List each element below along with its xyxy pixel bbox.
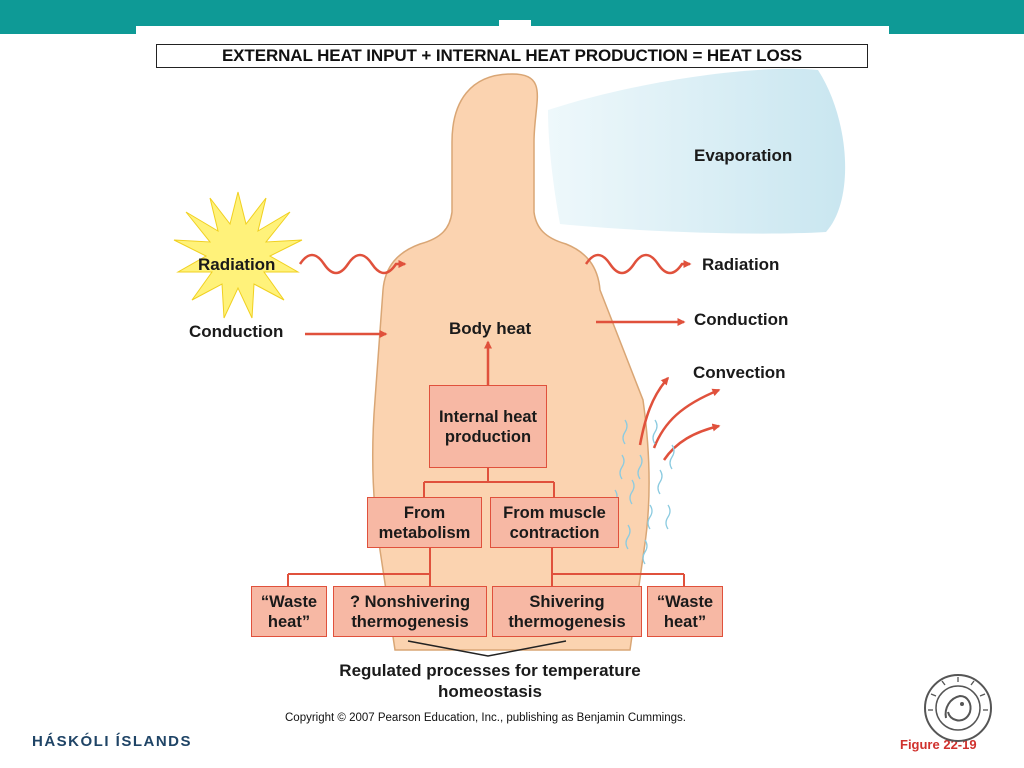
shivering-thermogenesis-box: Shivering thermogenesis bbox=[492, 586, 642, 637]
sun-icon bbox=[173, 191, 303, 319]
university-seal-icon bbox=[924, 674, 992, 742]
regulated-bracket bbox=[407, 640, 567, 657]
panel-notch bbox=[499, 20, 531, 34]
copyright-notice: Copyright © 2007 Pearson Education, Inc.… bbox=[285, 712, 686, 724]
heat-balance-heading: EXTERNAL HEAT INPUT + INTERNAL HEAT PROD… bbox=[156, 44, 868, 68]
internal-heat-production-text: Internal heat production bbox=[438, 407, 538, 446]
radiation-in-wave bbox=[298, 253, 407, 275]
conduction-out-label: Conduction bbox=[694, 310, 789, 329]
convection-air-squiggles bbox=[612, 419, 675, 565]
process-connectors bbox=[287, 468, 685, 586]
from-muscle-contraction-box: From muscle contraction bbox=[490, 497, 619, 548]
waste-heat-right-text: “Waste heat” bbox=[656, 592, 714, 631]
radiation-in-label: Radiation bbox=[198, 255, 276, 274]
waste-heat-left-box: “Waste heat” bbox=[251, 586, 327, 637]
from-metabolism-text: From metabolism bbox=[378, 503, 471, 542]
from-muscle-contraction-text: From muscle contraction bbox=[503, 503, 606, 542]
university-name: HÁSKÓLI ÍSLANDS bbox=[32, 733, 193, 750]
regulated-processes-label: Regulated processes for temperature home… bbox=[339, 661, 641, 701]
radiation-out-label: Radiation bbox=[702, 255, 780, 274]
radiation-out-wave bbox=[584, 253, 692, 275]
conduction-in-label: Conduction bbox=[189, 322, 284, 341]
convection-arrow-3 bbox=[662, 423, 721, 461]
nonshivering-thermogenesis-text: ? Nonshivering thermogenesis bbox=[349, 592, 471, 631]
internal-heat-production-box: Internal heat production bbox=[429, 385, 547, 468]
waste-heat-right-box: “Waste heat” bbox=[647, 586, 723, 637]
evaporation-label: Evaporation bbox=[694, 146, 793, 165]
from-metabolism-box: From metabolism bbox=[367, 497, 482, 548]
shivering-thermogenesis-text: Shivering thermogenesis bbox=[508, 592, 626, 631]
evaporation-cloud bbox=[548, 68, 846, 234]
convection-arrow-2 bbox=[652, 388, 721, 449]
nonshivering-thermogenesis-box: ? Nonshivering thermogenesis bbox=[333, 586, 487, 637]
body-heat-label: Body heat bbox=[449, 319, 532, 338]
convection-label: Convection bbox=[693, 363, 786, 382]
convection-arrow-1 bbox=[638, 376, 669, 446]
waste-heat-left-text: “Waste heat” bbox=[260, 592, 318, 631]
